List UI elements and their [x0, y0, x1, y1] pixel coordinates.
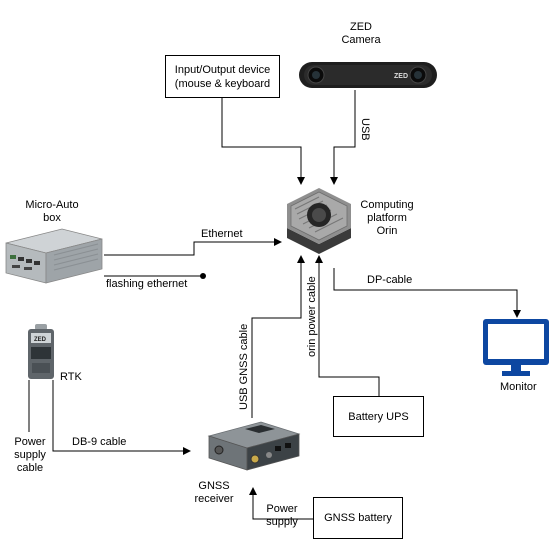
battery-ups-box: Battery UPS [333, 396, 424, 437]
computing-platform-label-line: Orin [376, 225, 398, 237]
micro-auto-box-label-line: Micro-Auto [25, 199, 79, 211]
rtk-label: RTK [60, 371, 82, 383]
battery-ups-label: Battery UPS [348, 410, 409, 423]
ethernet-label: Ethernet [201, 228, 243, 240]
gnss-battery-box: GNSS battery [313, 497, 403, 539]
power-supply-cable-label-line: Power [14, 436, 46, 448]
zed-camera-label: ZED Camera [337, 21, 385, 47]
power-supply-label-line: supply [266, 516, 298, 528]
gnss-receiver-label: GNSS receiver [191, 480, 237, 506]
io-device-label-line: (mouse & keyboard [174, 77, 271, 90]
db9-wire [52, 380, 191, 455]
monitor-icon [483, 319, 549, 376]
power-supply-cable-label-line: cable [16, 462, 44, 474]
orin-device [287, 188, 351, 254]
micro-auto-box-device [5, 228, 103, 284]
io-device-label-line: Input/Output device [174, 63, 271, 76]
orin-power-wire [315, 255, 380, 396]
flashing-ethernet-endpoint [200, 273, 206, 279]
zed-camera-label-line: ZED [350, 21, 372, 33]
zed-camera-label-line: Camera [341, 34, 381, 46]
micro-auto-box-label-line: box [43, 212, 61, 224]
usb-gnss-wire [251, 255, 305, 418]
io-device-box: Input/Output device (mouse & keyboard [165, 55, 280, 98]
gnss-receiver-label-line: receiver [194, 493, 234, 505]
rtk-device: ZED [28, 324, 54, 379]
power-supply-label-line: Power [266, 503, 298, 515]
usb-gnss-cable-label: USB GNSS cable [238, 323, 250, 410]
computing-platform-label-line: Computing [360, 199, 414, 211]
micro-auto-box-label: Micro-Auto box [20, 199, 84, 225]
io-to-orin-wire [221, 98, 305, 185]
db9-cable-label: DB-9 cable [72, 436, 127, 448]
orin-power-cable-label: orin power cable [306, 276, 318, 357]
gnss-battery-wire [249, 487, 313, 520]
flashing-ethernet-label: flashing ethernet [106, 278, 188, 290]
dp-cable-label: DP-cable [367, 274, 413, 286]
gnss-battery-label: GNSS battery [324, 512, 392, 524]
zed-camera-device: ZED [299, 62, 437, 88]
power-supply-cable-label: Power supply cable [8, 436, 52, 475]
power-supply-label: Power supply [260, 503, 304, 529]
monitor-label: Monitor [500, 381, 537, 393]
zed-logo: ZED [394, 73, 408, 80]
ethernet-wire [104, 238, 282, 256]
power-supply-cable-label-line: supply [14, 449, 46, 461]
computing-platform-label-line: platform [367, 212, 407, 224]
gnss-receiver-device [207, 421, 301, 471]
usb-label: USB [359, 118, 371, 141]
dp-cable-wire [333, 268, 521, 318]
rtk-logo: ZED [34, 337, 47, 343]
gnss-receiver-label-line: GNSS [198, 480, 230, 492]
computing-platform-label: Computing platform Orin [356, 199, 418, 238]
usb-wire [330, 90, 356, 185]
